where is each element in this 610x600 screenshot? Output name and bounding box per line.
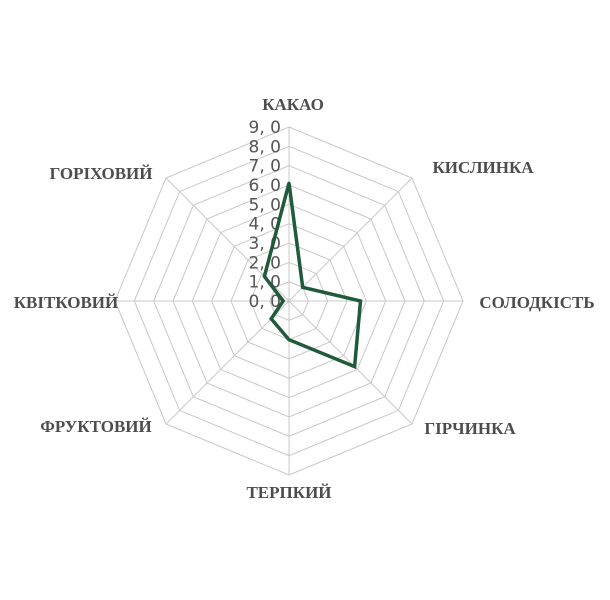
grid-layer xyxy=(114,126,464,476)
series-point xyxy=(301,285,305,289)
tick-label-layer: 0, 01, 02, 03, 04, 05, 06, 07, 08, 09, 0 xyxy=(249,118,281,312)
axis-label-hirchynka: ГІРЧИНКА xyxy=(424,419,516,438)
axis-label-terpkyi: ТЕРПКИЙ xyxy=(246,483,331,502)
tick-label: 9, 0 xyxy=(249,118,281,138)
series-point xyxy=(287,181,291,185)
axis-label-kvitkovyi: КВІТКОВИЙ xyxy=(14,293,119,312)
axis-label-layer: КАКАО КИСЛИНКА СОЛОДКІСТЬ ГІРЧИНКА ТЕРПК… xyxy=(14,95,595,502)
tick-label: 8, 0 xyxy=(249,137,281,157)
axis-spoke xyxy=(288,300,413,425)
axis-label-fruktovyi: ФРУКТОВИЙ xyxy=(40,417,152,436)
series-point xyxy=(269,317,273,321)
tick-label: 7, 0 xyxy=(249,157,281,177)
tick-label: 4, 0 xyxy=(249,215,281,235)
series-point xyxy=(287,338,291,342)
axis-spoke xyxy=(165,300,290,425)
tick-label: 5, 0 xyxy=(249,195,281,215)
axis-spoke xyxy=(288,177,413,302)
axis-label-horikhovyi: ГОРІХОВИЙ xyxy=(49,164,152,183)
axis-label-kakao: КАКАО xyxy=(262,95,324,114)
tick-label: 6, 0 xyxy=(249,176,281,196)
series-point xyxy=(359,299,362,303)
series-point xyxy=(262,274,266,278)
tick-label: 2, 0 xyxy=(249,253,281,273)
series-point xyxy=(281,299,285,303)
axis-label-solodkist: СОЛОДКІСТЬ xyxy=(479,293,594,312)
axis-label-kyslynka: КИСЛИНКА xyxy=(432,158,534,177)
series-point xyxy=(353,365,357,369)
series-layer xyxy=(262,181,363,370)
tick-label: 0, 0 xyxy=(249,292,281,312)
